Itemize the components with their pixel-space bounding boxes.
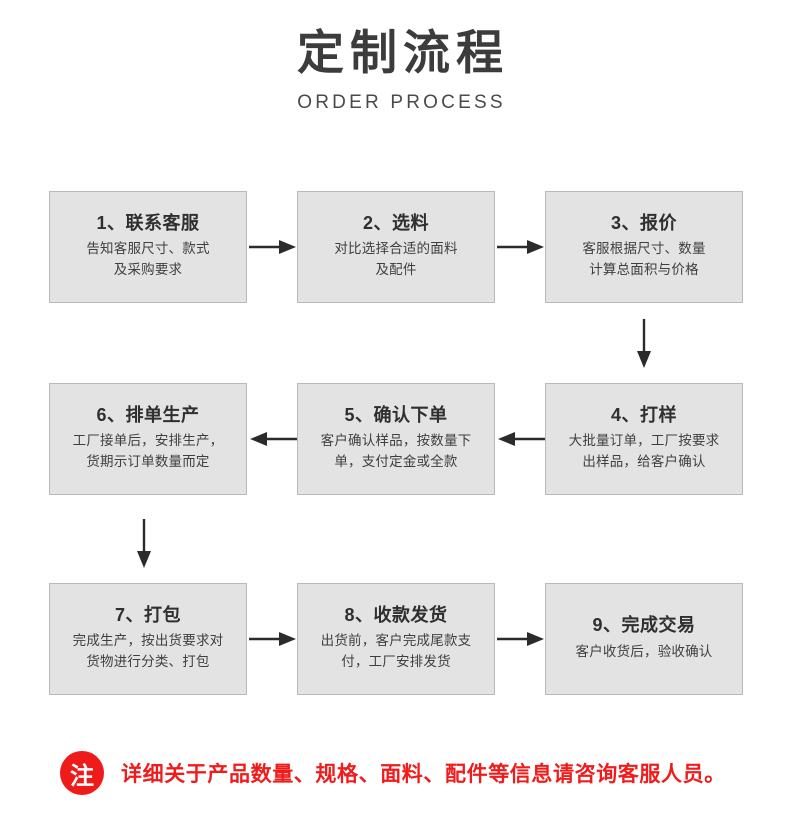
flow-step-1-desc: 告知客服尺寸、款式 及采购要求 <box>80 239 215 281</box>
flow-step-1-desc-line-2: 及采购要求 <box>113 262 183 278</box>
flow-step-5-desc-line-2: 单，支付定金或全款 <box>334 454 458 470</box>
flow-row-1: 1、联系客服 告知客服尺寸、款式 及采购要求 2、选料 对比选择合适的面料 及配… <box>49 191 745 305</box>
flow-step-8-desc: 出货前，客户完成尾款支 付，工厂安排发货 <box>315 631 478 673</box>
flow-step-7-desc: 完成生产，按出货要求对 货物进行分类、打包 <box>67 631 230 673</box>
flow-step-4-desc-line-2: 出样品，给客户确认 <box>582 454 706 470</box>
flow-step-2: 2、选料 对比选择合适的面料 及配件 <box>297 191 495 303</box>
note-badge-icon: 注 <box>60 751 104 795</box>
flow-step-5: 5、确认下单 客户确认样品，按数量下 单，支付定金或全款 <box>297 383 495 495</box>
arrow-down-icon-3-to-4 <box>634 319 654 369</box>
flow-step-3-desc: 客服根据尺寸、数量 计算总面积与价格 <box>576 239 711 281</box>
flow-row-3: 7、打包 完成生产，按出货要求对 货物进行分类、打包 8、收款发货 出货前，客户… <box>49 583 745 697</box>
flow-diagram: 1、联系客服 告知客服尺寸、款式 及采购要求 2、选料 对比选择合适的面料 及配… <box>49 191 745 697</box>
flow-step-6-title: 6、排单生产 <box>96 404 200 425</box>
flow-step-6: 6、排单生产 工厂接单后，安排生产， 货期示订单数量而定 <box>49 383 247 495</box>
flow-step-8-title: 8、收款发货 <box>344 604 448 625</box>
flow-step-4: 4、打样 大批量订单，工厂按要求 出样品，给客户确认 <box>545 383 743 495</box>
flow-step-5-desc-line-1: 客户确认样品，按数量下 <box>320 433 472 449</box>
flow-step-6-desc-line-2: 货期示订单数量而定 <box>86 454 210 470</box>
flow-step-6-desc: 工厂接单后，安排生产， 货期示订单数量而定 <box>67 431 230 473</box>
flow-step-5-title: 5、确认下单 <box>344 404 448 425</box>
note-text: 详细关于产品数量、规格、面料、配件等信息请咨询客服人员。 <box>121 763 726 786</box>
flow-step-1-title: 1、联系客服 <box>96 212 200 233</box>
page-title-cn: 定制流程 <box>297 26 509 79</box>
flow-step-2-desc-line-1: 对比选择合适的面料 <box>334 241 458 257</box>
flow-step-9-desc: 客户收货后，验收确认 <box>570 642 719 663</box>
arrow-right-icon-8-to-9 <box>497 629 545 649</box>
footer-note: 注 详细关于产品数量、规格、面料、配件等信息请咨询客服人员。 <box>60 750 760 796</box>
flow-step-7-desc-line-1: 完成生产，按出货要求对 <box>72 633 224 649</box>
page-title-en: ORDER PROCESS <box>297 91 506 113</box>
flow-step-4-desc: 大批量订单，工厂按要求 出样品，给客户确认 <box>563 431 726 473</box>
flow-step-2-desc: 对比选择合适的面料 及配件 <box>328 239 463 281</box>
flow-step-1-desc-line-1: 告知客服尺寸、款式 <box>86 241 210 257</box>
flow-step-2-title: 2、选料 <box>362 212 429 233</box>
arrow-right-icon-1-to-2 <box>249 237 297 257</box>
flow-step-8-desc-line-2: 付，工厂安排发货 <box>341 654 451 670</box>
flow-step-4-desc-line-1: 大批量订单，工厂按要求 <box>568 433 720 449</box>
flow-step-9: 9、完成交易 客户收货后，验收确认 <box>545 583 743 695</box>
flow-step-3: 3、报价 客服根据尺寸、数量 计算总面积与价格 <box>545 191 743 303</box>
flow-step-6-desc-line-1: 工厂接单后，安排生产， <box>72 433 224 449</box>
flow-row-2: 6、排单生产 工厂接单后，安排生产， 货期示订单数量而定 5、确认下单 客户确认… <box>49 383 745 497</box>
flow-step-9-desc-line-1: 客户收货后，验收确认 <box>575 643 713 659</box>
arrow-down-icon-6-to-7 <box>134 519 154 569</box>
flow-step-9-title: 9、完成交易 <box>592 615 696 636</box>
flow-step-2-desc-line-2: 及配件 <box>375 262 417 278</box>
flow-step-7: 7、打包 完成生产，按出货要求对 货物进行分类、打包 <box>49 583 247 695</box>
flow-step-8-desc-line-1: 出货前，客户完成尾款支 <box>320 633 472 649</box>
page-header: 定制流程 ORDER PROCESS <box>0 24 800 114</box>
flow-step-8: 8、收款发货 出货前，客户完成尾款支 付，工厂安排发货 <box>297 583 495 695</box>
flow-step-5-desc: 客户确认样品，按数量下 单，支付定金或全款 <box>315 431 478 473</box>
flow-step-3-desc-line-2: 计算总面积与价格 <box>589 262 699 278</box>
arrow-left-icon-5-to-6 <box>249 429 297 449</box>
flow-step-3-title: 3、报价 <box>610 212 677 233</box>
flow-step-1: 1、联系客服 告知客服尺寸、款式 及采购要求 <box>49 191 247 303</box>
flow-step-7-title: 7、打包 <box>114 604 181 625</box>
arrow-right-icon-7-to-8 <box>249 629 297 649</box>
flow-step-4-title: 4、打样 <box>610 404 677 425</box>
flow-step-7-desc-line-2: 货物进行分类、打包 <box>86 654 210 670</box>
arrow-left-icon-4-to-5 <box>497 429 545 449</box>
flow-step-3-desc-line-1: 客服根据尺寸、数量 <box>582 241 706 257</box>
arrow-right-icon-2-to-3 <box>497 237 545 257</box>
